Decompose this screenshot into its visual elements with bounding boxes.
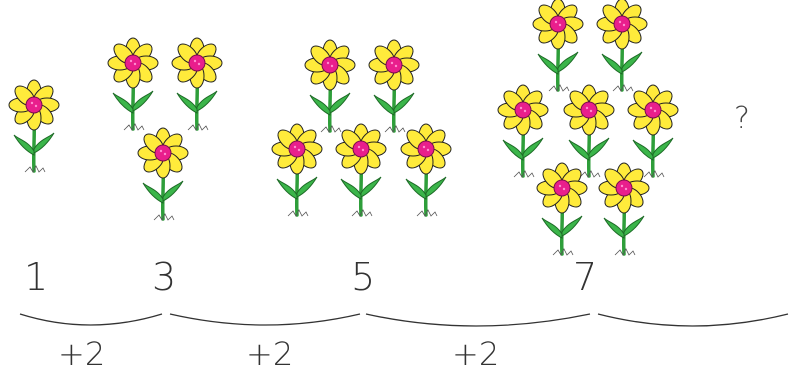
difference-braces xyxy=(19,313,789,327)
flower-icon xyxy=(626,83,680,179)
flower-icon xyxy=(399,122,453,218)
flower-group-5 xyxy=(270,38,453,218)
brace-3 xyxy=(365,313,591,327)
flower-icon xyxy=(562,83,616,179)
flower-icon xyxy=(535,161,589,257)
flower-icon xyxy=(106,36,160,132)
increment-3: +2 xyxy=(452,335,500,373)
increment-2: +2 xyxy=(246,335,294,373)
brace-2 xyxy=(169,313,361,326)
flower-icon xyxy=(367,38,421,134)
term-1: 1 xyxy=(24,255,49,299)
flower-icon xyxy=(7,78,61,174)
question-mark: ? xyxy=(734,101,750,136)
flower-icon xyxy=(496,83,550,179)
flower-group-1 xyxy=(7,78,61,174)
increment-1: +2 xyxy=(58,335,106,373)
brace-4 xyxy=(597,313,789,327)
flower-group-3 xyxy=(106,36,224,222)
term-2: 3 xyxy=(152,255,177,299)
flower-icon xyxy=(595,0,649,93)
flower-icon xyxy=(170,36,224,132)
flower-group-7 xyxy=(496,0,680,257)
flower-icon xyxy=(136,126,190,222)
flower-icon xyxy=(334,122,388,218)
flower-icon xyxy=(531,0,585,93)
flower-icon xyxy=(597,161,651,257)
term-4: 7 xyxy=(573,255,598,299)
flower-icon xyxy=(303,38,357,134)
flower-icon xyxy=(270,122,324,218)
term-3: 5 xyxy=(351,255,376,299)
brace-1 xyxy=(19,313,163,326)
